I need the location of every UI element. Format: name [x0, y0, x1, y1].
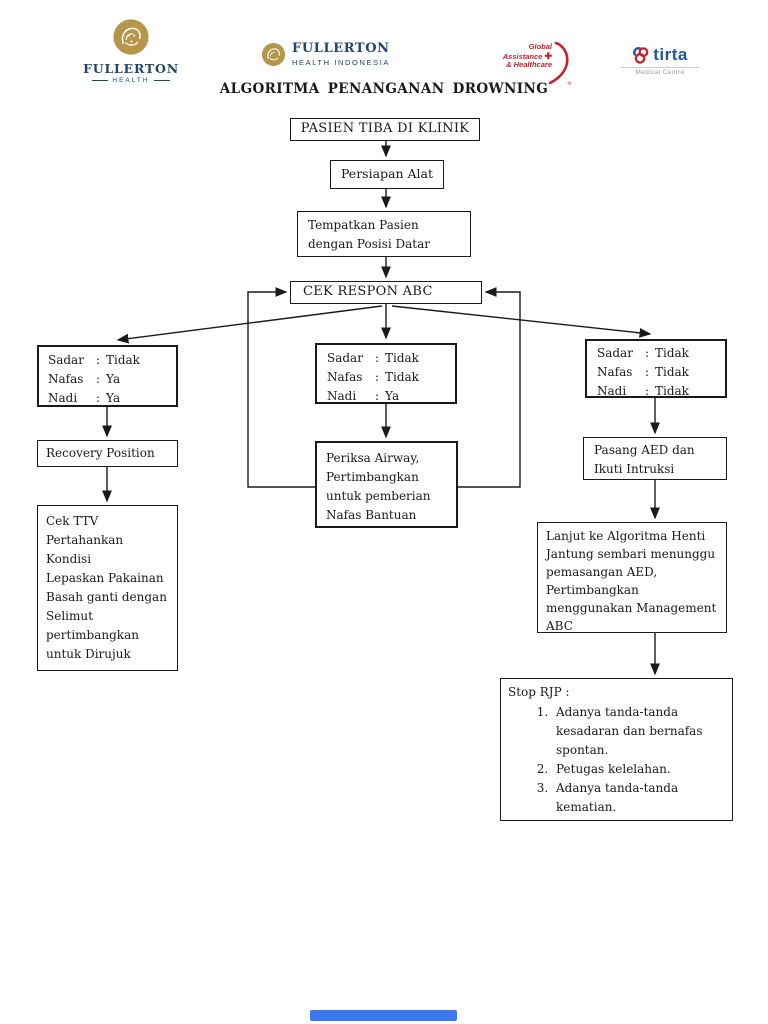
stop-rjp-item: Adanya tanda-tanda kematian. — [552, 779, 728, 817]
stop-rjp-heading: Stop RJP : — [508, 685, 570, 699]
stop-rjp-item: Adanya tanda-tanda kesadaran dan bernafa… — [552, 703, 728, 760]
flow-box-check-response-abc: CEK RESPON ABC — [290, 281, 482, 304]
lion-circle-icon — [261, 42, 286, 66]
red-cross-icon: ✚ — [544, 50, 552, 61]
condition-box-right: Sadar:Tidak Nafas:Tidak Nadi:Tidak — [585, 339, 727, 398]
flow-box-patient-arrives: PASIEN TIBA DI KLINIK — [290, 118, 480, 141]
flow-box-stop-rjp: Stop RJP : Adanya tanda-tanda kesadaran … — [500, 678, 733, 821]
condition-row: Nadi:Ya — [327, 389, 400, 403]
flow-box-attach-aed: Pasang AED dan Ikuti Intruksi — [583, 437, 727, 480]
fullerton-indonesia-title: FULLERTON — [292, 41, 390, 56]
stop-rjp-item: Petugas kelelahan. — [552, 760, 728, 779]
condition-box-middle: Sadar:Tidak Nafas:Tidak Nadi:Ya — [315, 343, 457, 404]
condition-row: Nafas:Ya — [48, 372, 121, 386]
flow-box-position-patient: Tempatkan Pasien dengan Posisi Datar — [297, 211, 471, 257]
flow-box-equipment-prep: Persiapan Alat — [330, 160, 444, 189]
flow-box-recovery-position: Recovery Position — [37, 440, 178, 467]
stop-rjp-list: Adanya tanda-tanda kesadaran dan bernafa… — [508, 703, 728, 817]
fullerton-indonesia-subtitle: HEALTH INDONESIA — [292, 58, 390, 67]
global-assistance-line3: & Healthcare — [506, 60, 552, 69]
condition-row: Nafas:Tidak — [327, 370, 419, 384]
global-assistance-line2: Assistance — [502, 51, 543, 61]
swoosh-icon — [548, 41, 569, 85]
condition-row: Sadar:Tidak — [597, 346, 689, 360]
condition-row: Nadi:Tidak — [597, 384, 689, 398]
fullerton-health-indonesia-logo: FULLERTON HEALTH INDONESIA — [261, 41, 390, 67]
global-assistance-line1: Global — [528, 42, 552, 51]
page-title: ALGORITMA PENANGANAN DROWNING — [219, 81, 549, 97]
tirta-subtitle: Medical Centre — [635, 69, 685, 76]
fullerton-health-logo: FULLERTON HEALTH — [76, 18, 186, 84]
condition-box-left: Sadar:Tidak Nafas:Ya Nadi:Ya — [37, 345, 178, 407]
fullerton-health-subtitle: HEALTH — [112, 77, 150, 84]
divider — [621, 67, 699, 68]
condition-row: Sadar:Tidak — [48, 353, 140, 367]
lion-crest-icon — [113, 19, 149, 55]
flow-box-check-airway: Periksa Airway, Pertimbangkan untuk pemb… — [315, 441, 458, 528]
flow-box-check-ttv: Cek TTV Pertahankan Kondisi Lepaskan Pak… — [37, 505, 178, 671]
fullerton-health-title: FULLERTON — [83, 61, 179, 76]
condition-row: Sadar:Tidak — [327, 351, 419, 365]
divider — [153, 80, 170, 81]
global-assistance-logo: Global Assistance ✚ & Healthcare ® — [462, 41, 578, 87]
tirta-mark-icon — [633, 46, 649, 64]
condition-row: Nadi:Ya — [48, 391, 121, 405]
flow-box-cardiac-arrest-algorithm: Lanjut ke Algoritma Henti Jantung sembar… — [537, 522, 727, 633]
condition-row: Nafas:Tidak — [597, 365, 689, 379]
tirta-medical-logo: tirta Medical Centre — [612, 45, 708, 76]
tirta-title: tirta — [653, 45, 688, 64]
registered-mark: ® — [567, 81, 572, 87]
page-loading-bar — [310, 1010, 457, 1021]
divider — [92, 80, 109, 81]
